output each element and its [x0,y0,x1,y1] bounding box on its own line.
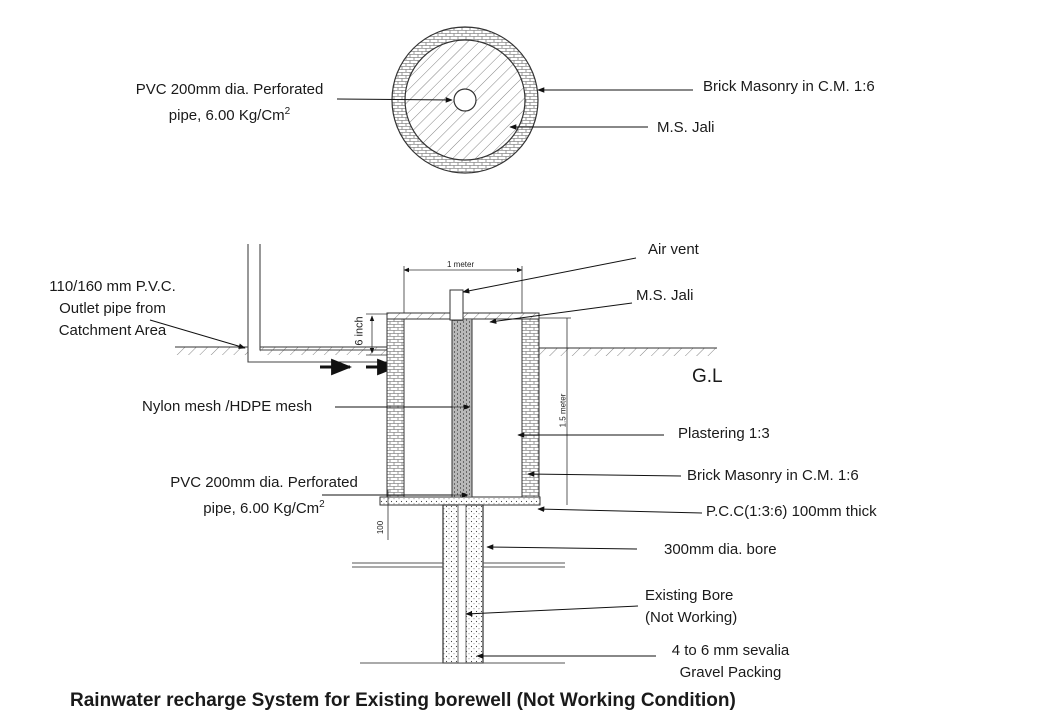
section-pipe-label: PVC 200mm dia. Perforated pipe, 6.00 Kg/… [155,472,373,520]
section-pipe-label-line2: pipe, 6.00 Kg/Cm2 [155,494,373,520]
section-pipe-label-line1: PVC 200mm dia. Perforated [170,474,358,491]
plastering-label: Plastering 1:3 [678,425,770,442]
plan-pipe-label-line2: pipe, 6.00 Kg/Cm2 [122,101,337,127]
bore-label: 300mm dia. bore [664,541,777,558]
existing-bore-line1: Existing Bore [645,587,734,604]
plan-view [391,26,539,174]
hundred-label: 100 [376,520,386,535]
jali-leader [489,302,633,324]
one-meter-label: 1 meter [447,260,475,269]
section-pipe-unit: pipe, 6.00 Kg/Cm [203,500,320,517]
existing-bore-line2: (Not Working) [645,609,738,626]
gravel-line2: Gravel Packing [679,664,782,681]
plan-jali-label: M.S. Jali [657,119,715,136]
gravel-line1: 4 to 6 mm sevalia [671,642,790,659]
pcc-slab [379,496,541,506]
plan-pipe-label: PVC 200mm dia. Perforated pipe, 6.00 Kg/… [122,79,337,127]
air-vent-pipe [449,289,464,321]
brick-masonry-label: Brick Masonry in C.M. 1:6 [687,467,859,484]
dimension-1-meter [403,266,523,313]
plan-brick-label: Brick Masonry in C.M. 1:6 [703,78,875,95]
left-brick-wall [386,313,405,498]
air-vent-label: Air vent [648,241,699,258]
ground-surface [175,346,717,356]
outlet-label-line3: Catchment Area [58,322,167,339]
center-mesh-pipe [451,318,473,498]
ground-level-label: G.L [692,366,723,387]
one-five-meter-label: 1.5 meter [558,393,568,428]
diagram-title: Rainwater recharge System for Existing b… [70,690,736,711]
bore-leader [486,544,638,550]
outlet-pipe-label: 110/160 mm P.V.C. Outlet pipe from Catch… [40,276,185,342]
outlet-label-line2: Outlet pipe from [59,300,166,317]
jali-label: M.S. Jali [636,287,694,304]
outlet-pipe [247,244,387,363]
pcc-leader [537,506,703,514]
brick-leader [527,471,682,477]
six-inch-label: 6 inch [353,316,366,346]
plan-pipe-leader [336,97,453,103]
existing-bore-pipe [457,504,467,664]
outlet-leader [149,319,246,349]
air-vent-leader [462,257,637,294]
right-brick-wall [521,313,540,498]
plan-pipe-label-line1: PVC 200mm dia. Perforated [135,81,324,98]
section-pipe-sup: 2 [319,499,325,510]
dimension-6-inch [366,313,387,356]
plan-pipe-unit: pipe, 6.00 Kg/Cm [168,107,285,124]
outlet-label-line1: 110/160 mm P.V.C. [49,278,176,295]
existing-bore-label: Existing Bore (Not Working) [645,585,737,629]
plan-pvc-pipe [453,88,477,112]
gravel-label: 4 to 6 mm sevalia Gravel Packing [658,640,803,684]
plan-pipe-sup: 2 [284,106,291,117]
dimension-1-5-meter [539,317,571,505]
pcc-label: P.C.C(1:3:6) 100mm thick [706,503,877,520]
existing-bore-leader [465,605,639,617]
nylon-mesh-label: Nylon mesh /HDPE mesh [142,398,313,415]
